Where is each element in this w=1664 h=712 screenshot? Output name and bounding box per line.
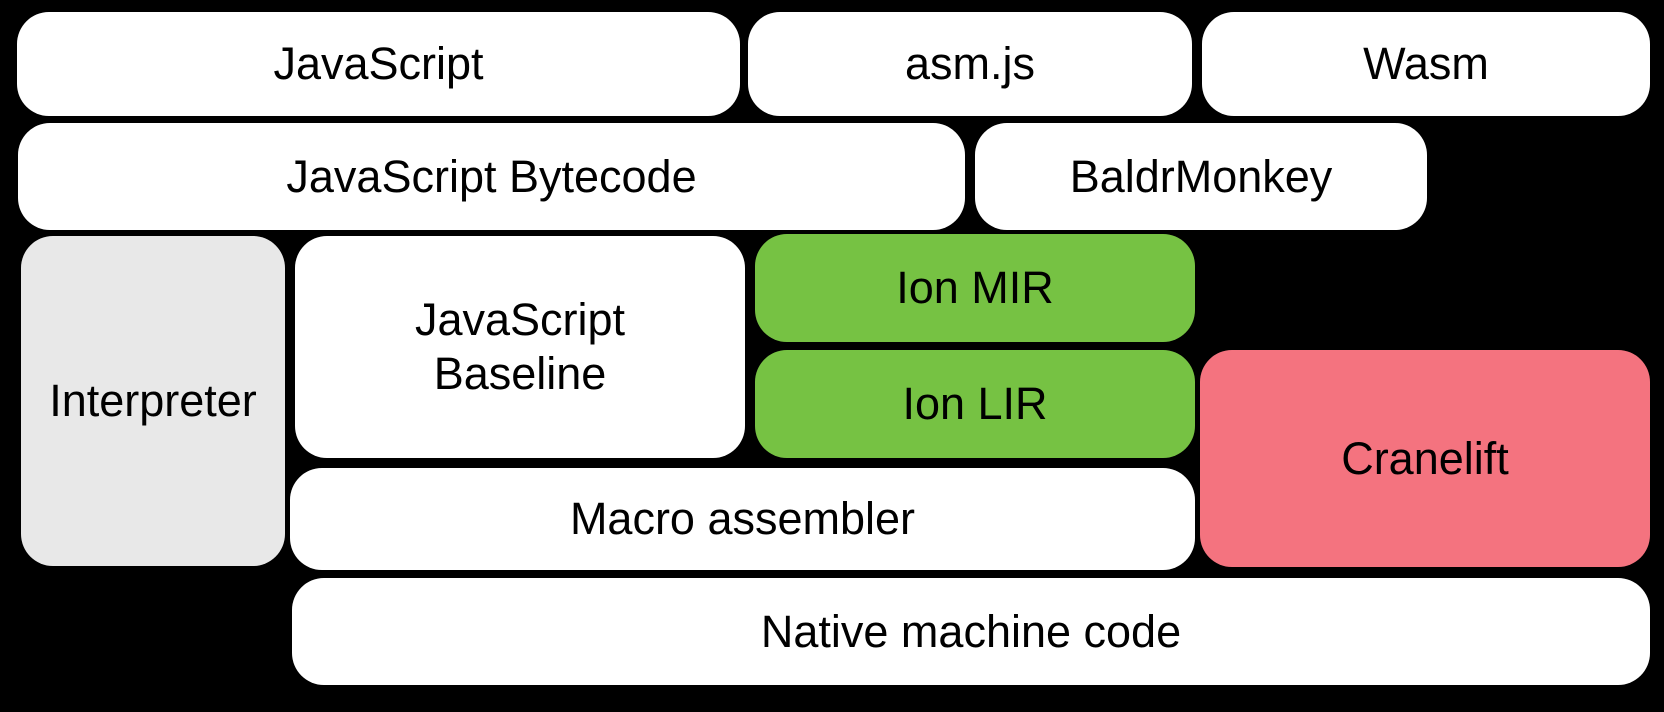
box-baldrmonkey-label: BaldrMonkey xyxy=(1069,150,1333,202)
box-javascript-baseline: JavaScript Baseline xyxy=(295,236,745,458)
box-asmjs: asm.js xyxy=(748,12,1192,116)
box-baldrmonkey: BaldrMonkey xyxy=(975,123,1427,230)
box-ion-mir-label: Ion MIR xyxy=(896,262,1054,313)
box-javascript-baseline-label: JavaScript Baseline xyxy=(414,294,626,399)
box-native-machine-code-label: Native machine code xyxy=(760,605,1182,657)
box-wasm: Wasm xyxy=(1202,12,1650,116)
box-ion-mir: Ion MIR xyxy=(755,234,1195,342)
box-cranelift: Cranelift xyxy=(1200,350,1650,567)
box-macro-assembler-label: Macro assembler xyxy=(569,493,916,544)
box-cranelift-label: Cranelift xyxy=(1341,432,1509,484)
box-javascript-bytecode-label: JavaScript Bytecode xyxy=(286,150,697,202)
box-wasm-label: Wasm xyxy=(1363,38,1489,89)
box-ion-lir-label: Ion LIR xyxy=(902,378,1048,429)
box-macro-assembler: Macro assembler xyxy=(290,468,1195,570)
box-ion-lir: Ion LIR xyxy=(755,350,1195,458)
box-interpreter: Interpreter xyxy=(21,236,285,566)
box-javascript-bytecode: JavaScript Bytecode xyxy=(18,123,965,230)
box-asmjs-label: asm.js xyxy=(904,38,1035,89)
box-javascript: JavaScript xyxy=(17,12,740,116)
box-native-machine-code: Native machine code xyxy=(292,578,1650,685)
box-interpreter-label: Interpreter xyxy=(49,375,257,426)
box-javascript-label: JavaScript xyxy=(273,38,484,89)
